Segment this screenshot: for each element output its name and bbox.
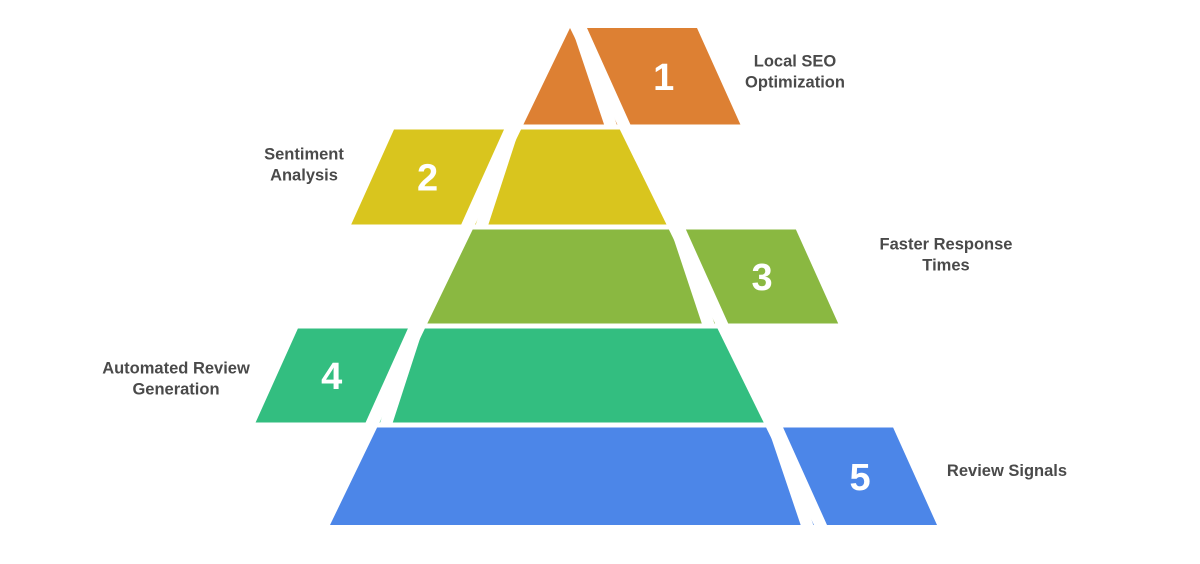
level-1-label-line-1: Local SEO: [754, 53, 837, 71]
pyramid-level-4-band: [379, 328, 764, 423]
level-3-label-line-1: Faster Response: [880, 236, 1013, 254]
pyramid-level-5-tab: [783, 427, 937, 525]
level-5-label: Review Signals: [947, 462, 1067, 480]
level-2-slash-divider: [475, 124, 520, 230]
level-3-number: 3: [752, 257, 773, 299]
pyramid-level-3-band: [427, 229, 716, 324]
pyramid-level-1-band: [523, 28, 618, 125]
level-5-slash-divider: [767, 422, 814, 530]
level-1-label-line-2: Optimization: [745, 74, 845, 92]
level-4-slash-divider: [379, 323, 424, 428]
level-4-label-line-2: Generation: [132, 381, 219, 399]
level-1-slash-divider: [571, 23, 618, 130]
level-1-number: 1: [653, 57, 674, 99]
pyramid-level-1-tab: [587, 28, 741, 125]
pyramid-level-3-tab: [685, 229, 839, 324]
level-1-label: Local SEO Optimization: [745, 53, 845, 92]
pyramid-level-2-tab: [351, 129, 504, 225]
level-3-slash-divider: [670, 224, 715, 329]
pyramid-level-5-band: [330, 427, 814, 525]
level-3-label-line-2: Times: [922, 257, 969, 275]
level-4-label-line-1: Automated Review: [102, 360, 250, 378]
level-4-number: 4: [321, 356, 342, 398]
level-2-number: 2: [417, 158, 438, 200]
level-2-label-line-1: Sentiment: [264, 146, 344, 164]
pyramid-level-4-tab: [255, 328, 408, 423]
pyramid-level-2-band: [475, 129, 667, 225]
level-5-label-line-1: Review Signals: [947, 462, 1067, 480]
level-5-number: 5: [850, 457, 871, 499]
level-2-label-line-2: Analysis: [270, 167, 338, 185]
